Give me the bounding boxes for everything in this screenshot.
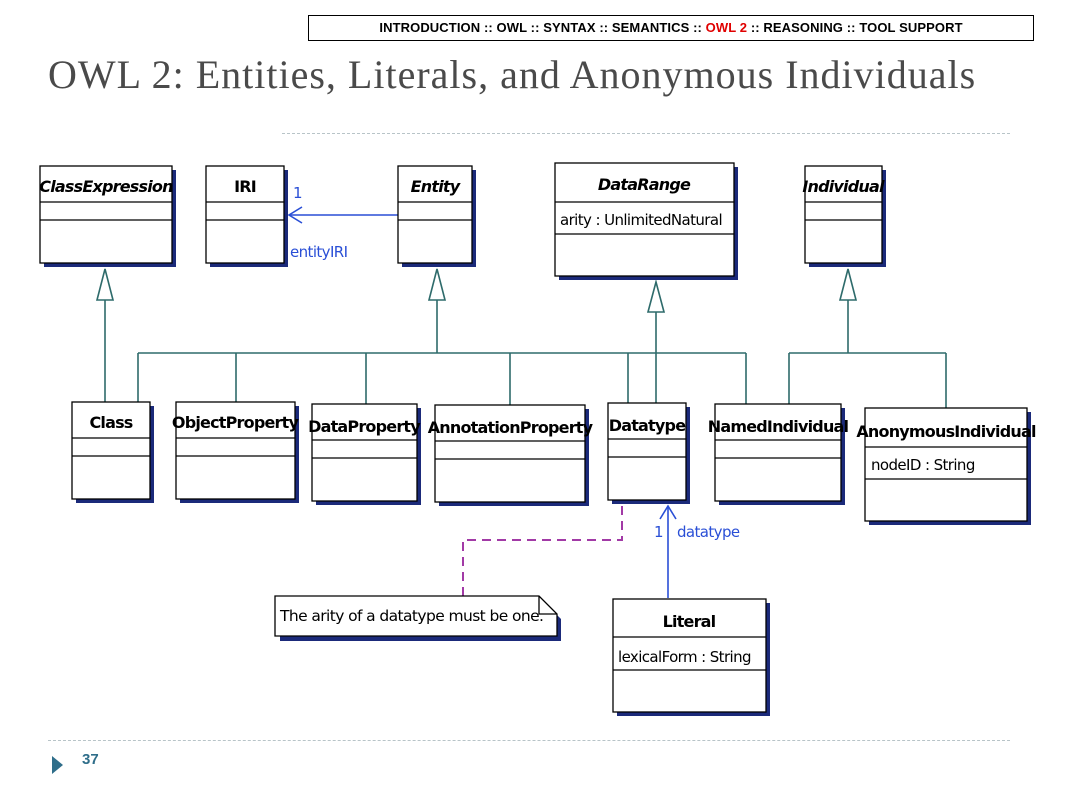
nav-separator: :: [693,20,706,35]
open-arrow-icon [287,206,303,224]
note-anchor-line [462,506,623,597]
class-name: DataRange [598,175,691,194]
class-box-class[interactable]: Class [71,401,154,503]
role-label: datatype [677,523,740,541]
nav-item-owl2[interactable]: OWL 2 [705,20,748,35]
title-divider [282,133,1010,134]
nav-item-reasoning[interactable]: REASONING [763,20,844,35]
inheritance-triangle-icon [838,268,858,301]
role-label: entityIRI [290,243,347,261]
note-body [274,595,558,637]
class-name: Datatype [609,416,686,435]
class-name: ObjectProperty [172,413,300,432]
class-name: ClassExpression [39,177,173,196]
constraint-note: The arity of a datatype must be one. [274,595,561,641]
open-arrow-icon [659,504,677,520]
class-attribute: arity : UnlimitedNatural [560,211,722,229]
nav-separator: :: [599,20,612,35]
nav-separator: :: [483,20,497,35]
page-number: 37 [82,751,99,768]
nav-item-owl[interactable]: OWL [496,20,527,35]
association-literal-datatype: 1 datatype [654,504,740,598]
class-box-datarange[interactable]: DataRange arity : UnlimitedNatural [554,162,738,280]
class-name: Literal [663,612,716,631]
class-name: AnonymousIndividual [856,422,1036,441]
nav-separator: :: [846,20,860,35]
class-attribute: nodeID : String [871,456,975,474]
class-box-classexpression[interactable]: ClassExpression [39,165,176,267]
note-text: The arity of a datatype must be one. [279,607,543,625]
class-box-namedindividual[interactable]: NamedIndividual [708,403,849,505]
nav-separator: :: [530,20,544,35]
generalization-arrowheads [95,268,858,313]
nav-item-syntax[interactable]: SYNTAX [543,20,596,35]
class-box-datatype[interactable]: Datatype [607,402,690,504]
class-name: Entity [411,177,461,196]
inheritance-triangle-icon [646,278,666,313]
nav-item-semantics[interactable]: SEMANTICS [611,20,690,35]
nav-separator: :: [750,20,764,35]
slide-bullet-icon [52,756,63,774]
slide-title: OWL 2: Entities, Literals, and Anonymous… [48,52,977,97]
generalization-connectors [104,300,947,408]
class-name: IRI [234,177,256,196]
class-box-individual[interactable]: Individual [802,165,886,267]
class-box-anonymousindividual[interactable]: AnonymousIndividual nodeID : String [856,407,1037,525]
multiplicity-label: 1 [293,184,302,202]
multiplicity-label: 1 [654,523,663,541]
class-name: Class [89,413,132,432]
class-name: Individual [802,177,885,196]
class-box-entity[interactable]: Entity [397,165,476,267]
inheritance-triangle-icon [427,268,447,301]
footer-divider [48,740,1010,741]
class-box-objectproperty[interactable]: ObjectProperty [172,401,300,503]
nav-item-introduction[interactable]: INTRODUCTION [379,20,481,35]
class-name: AnnotationProperty [428,418,594,437]
breadcrumb-nav: INTRODUCTION :: OWL :: SYNTAX :: SEMANTI… [308,15,1034,41]
class-attribute: lexicalForm : String [618,648,751,666]
nav-item-tool-support[interactable]: TOOL SUPPORT [859,20,963,35]
class-box-literal[interactable]: Literal lexicalForm : String [612,598,770,716]
note-fold [538,596,557,615]
class-box-iri[interactable]: IRI [205,165,288,267]
class-box-dataproperty[interactable]: DataProperty [308,403,422,505]
class-box-annotationproperty[interactable]: AnnotationProperty [428,404,594,506]
inheritance-triangle-icon [95,268,115,301]
class-name: DataProperty [308,417,421,436]
association-entity-iri: 1 entityIRI [287,184,398,261]
class-name: NamedIndividual [708,417,849,436]
